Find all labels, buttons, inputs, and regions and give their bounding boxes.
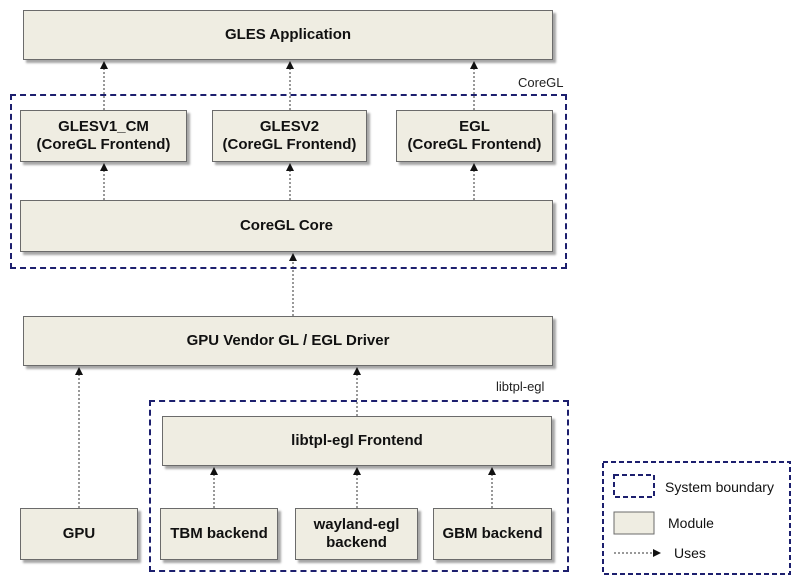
legend-module-label: Module [668, 515, 714, 531]
glesv2-frontend-label: GLESV2 (CoreGL Frontend) [222, 118, 357, 153]
tbm-backend-label: TBM backend [170, 525, 268, 542]
glesv1-frontend-label: GLESV1_CM (CoreGL Frontend) [36, 118, 171, 153]
coregl-core-label: CoreGL Core [239, 217, 334, 234]
gpu-label: GPU [62, 525, 96, 542]
gpu-vendor-driver-module: GPU Vendor GL / EGL Driver [23, 316, 553, 366]
libtpl-egl-frontend-module: libtpl-egl Frontend [162, 416, 552, 466]
gbm-backend-label: GBM backend [442, 525, 543, 542]
legend-system-boundary-label: System boundary [665, 479, 774, 495]
gpu-vendor-driver-label: GPU Vendor GL / EGL Driver [186, 332, 390, 349]
wayland-egl-backend-module: wayland-egl backend [295, 508, 418, 560]
coregl-core-module: CoreGL Core [20, 200, 553, 252]
coregl-boundary-label: CoreGL [518, 75, 564, 90]
legend-frame [602, 461, 791, 575]
legend-module-swatch [613, 511, 655, 535]
coregl-boundary [10, 94, 567, 269]
wayland-egl-backend-label: wayland-egl backend [313, 516, 400, 551]
gpu-module: GPU [20, 508, 138, 560]
libtpl-boundary [149, 400, 569, 572]
gbm-backend-module: GBM backend [433, 508, 552, 560]
legend-boundary-swatch [613, 474, 655, 498]
glesv2-frontend-module: GLESV2 (CoreGL Frontend) [212, 110, 367, 162]
glesv1-frontend-module: GLESV1_CM (CoreGL Frontend) [20, 110, 187, 162]
gles-application-label: GLES Application [224, 26, 352, 43]
libtpl-egl-frontend-label: libtpl-egl Frontend [291, 432, 423, 449]
tbm-backend-module: TBM backend [160, 508, 278, 560]
legend-uses-label: Uses [674, 545, 706, 561]
egl-frontend-module: EGL (CoreGL Frontend) [396, 110, 553, 162]
legend [602, 461, 791, 575]
gles-application-module: GLES Application [23, 10, 553, 60]
libtpl-boundary-label: libtpl-egl [496, 379, 545, 394]
egl-frontend-label: EGL (CoreGL Frontend) [407, 118, 542, 153]
